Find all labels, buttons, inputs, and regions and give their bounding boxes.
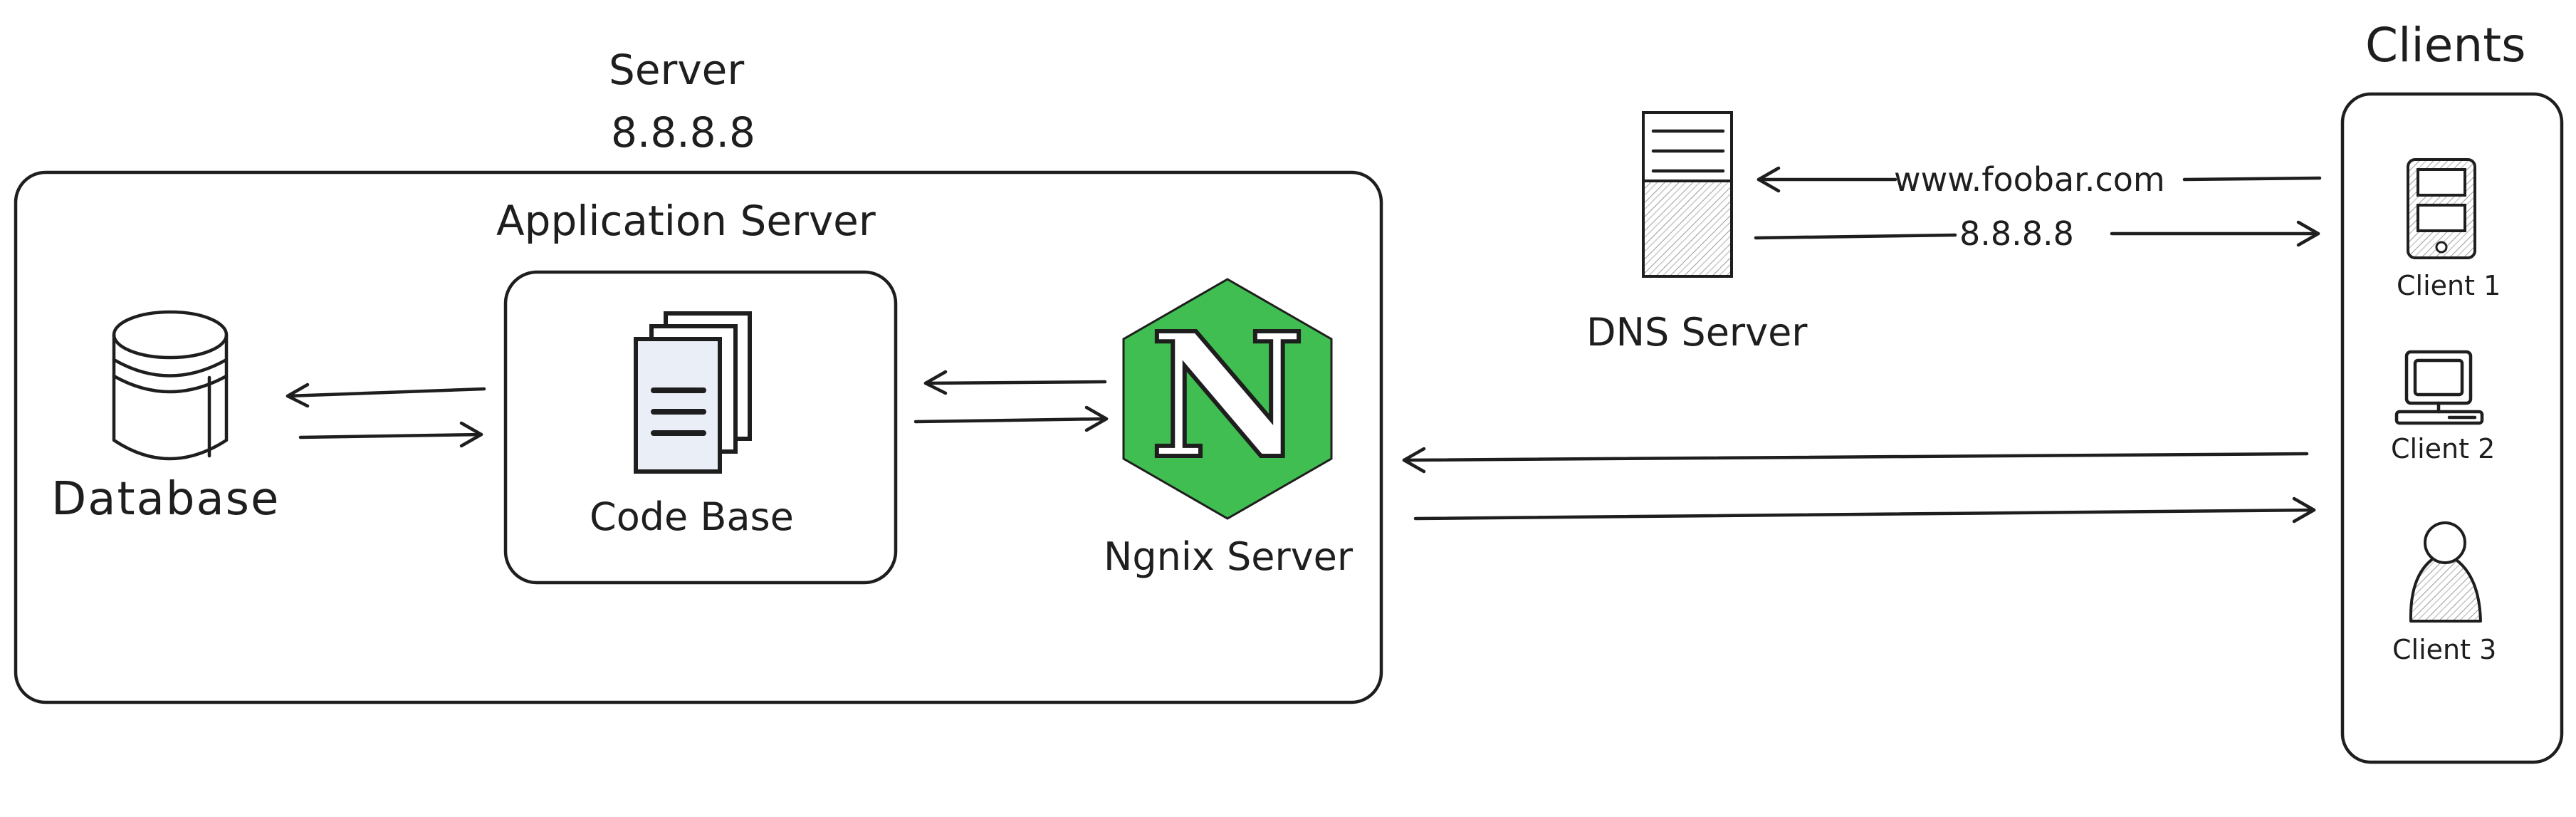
code-base-label: Code Base bbox=[590, 494, 794, 539]
client-2-label: Client 2 bbox=[2391, 433, 2495, 464]
arrow-nginx-to-client bbox=[1413, 496, 2316, 524]
dns-server-label: DNS Server bbox=[1586, 310, 1808, 355]
dns-query-label: www.foobar.com bbox=[1894, 160, 2165, 199]
nginx-letter: N bbox=[1149, 296, 1305, 496]
arrow-database-to-code bbox=[298, 421, 483, 448]
arrow-client-to-dns bbox=[1756, 166, 2322, 193]
code-base-box bbox=[503, 270, 898, 585]
arrow-nginx-to-code bbox=[923, 370, 1107, 395]
phone-icon bbox=[2407, 158, 2476, 259]
client-3-label: Client 3 bbox=[2392, 634, 2496, 665]
server-ip: 8.8.8.8 bbox=[611, 108, 755, 157]
documents-icon bbox=[634, 311, 752, 474]
database-label: Database bbox=[51, 473, 280, 526]
clients-title: Clients bbox=[2365, 18, 2525, 73]
nginx-logo: N bbox=[1122, 278, 1333, 520]
user-icon bbox=[2409, 521, 2482, 623]
arrow-client-to-nginx bbox=[1402, 447, 2309, 474]
database-icon bbox=[112, 310, 229, 461]
app-server-label: Application Server bbox=[496, 197, 876, 245]
server-container bbox=[14, 170, 1383, 704]
server-title: Server bbox=[609, 46, 744, 94]
nginx-label: Ngnix Server bbox=[1104, 534, 1354, 579]
client-1-label: Client 1 bbox=[2397, 270, 2501, 301]
computer-icon bbox=[2394, 350, 2484, 425]
clients-container bbox=[2340, 92, 2564, 764]
arrow-code-to-database bbox=[286, 383, 486, 408]
dns-answer-label: 8.8.8.8 bbox=[1959, 214, 2074, 253]
dns-server-icon bbox=[1642, 111, 1733, 278]
arrow-dns-to-client bbox=[1754, 220, 2320, 247]
arrow-code-to-nginx bbox=[913, 405, 1109, 432]
